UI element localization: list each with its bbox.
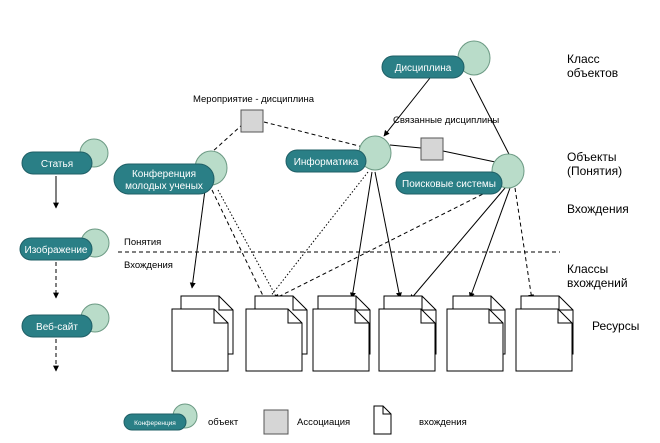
side-label-objects-2: (Понятия): [567, 164, 622, 178]
node-label: Статья: [41, 159, 73, 170]
document-front-5[interactable]: [446, 308, 504, 372]
node-pill: [19, 237, 93, 261]
entry-type-image[interactable]: Изображение: [19, 228, 110, 261]
legend: Конференция объект Ассоциация вхождения: [123, 403, 467, 435]
document-front-4[interactable]: [378, 308, 436, 372]
document-front-3[interactable]: [312, 308, 370, 372]
side-label-object-class-1: Класс: [567, 52, 600, 66]
node-label: Дисциплина: [395, 63, 452, 74]
class-node-discipline[interactable]: Дисциплина: [381, 40, 491, 79]
object-node-conference[interactable]: Конференция молодых ученых: [113, 150, 228, 195]
document-front-6[interactable]: [515, 308, 573, 372]
association-label-event-discipline: Мероприятие - дисциплина: [193, 94, 315, 105]
node-pill: [381, 55, 465, 79]
occurrence-edges: [189, 171, 535, 303]
node-pill: [123, 413, 187, 431]
object-node-informatics[interactable]: Информатика: [285, 135, 392, 173]
side-label-resources: Ресурсы: [592, 319, 639, 333]
node-pill: [113, 163, 215, 195]
legend-object-label: объект: [208, 417, 239, 428]
node-pill: [395, 171, 503, 195]
class-edges: [383, 77, 513, 161]
layer-label-entries: Вхождения: [124, 260, 173, 271]
object-node-search-systems[interactable]: Поисковые системы: [395, 153, 525, 195]
resource-documents: [171, 295, 574, 372]
document-front-1[interactable]: [171, 308, 229, 372]
node-label-line-2: молодых ученых: [125, 181, 203, 192]
node-label: Изображение: [25, 244, 88, 256]
legend-document-icon: [373, 405, 392, 435]
side-label-entry-classes-2: вхождений: [567, 276, 628, 290]
association-edges: [211, 121, 501, 164]
legend-association-square: [263, 409, 289, 435]
legend-object-sample-label: Конференция: [134, 420, 176, 427]
legend-object-sample: Конференция: [123, 403, 198, 431]
legend-association-label: Ассоциация: [297, 417, 350, 428]
node-pill: [21, 151, 93, 175]
side-label-entries: Вхождения: [567, 202, 629, 216]
association-event-discipline[interactable]: [240, 109, 264, 133]
side-label-object-class-2: объектов: [567, 66, 618, 80]
node-label-line-1: Конференция: [132, 168, 196, 180]
side-label-objects-1: Объекты: [567, 150, 617, 164]
layer-label-concepts: Понятия: [124, 237, 161, 248]
association-label-related-disciplines: Связанные дисциплины: [393, 115, 499, 126]
node-label: Веб-сайт: [36, 321, 78, 333]
association-related-disciplines[interactable]: [420, 137, 444, 161]
node-pill: [285, 149, 367, 173]
entry-type-website[interactable]: Веб-сайт: [21, 303, 110, 338]
node-pill: [21, 314, 93, 338]
side-label-entry-classes-1: Классы: [567, 262, 608, 276]
entry-type-article[interactable]: Статья: [21, 138, 109, 175]
node-label: Поисковые системы: [402, 179, 496, 190]
legend-entries-label: вхождения: [419, 417, 467, 428]
node-label: Информатика: [294, 156, 359, 168]
document-front-2[interactable]: [245, 308, 303, 372]
